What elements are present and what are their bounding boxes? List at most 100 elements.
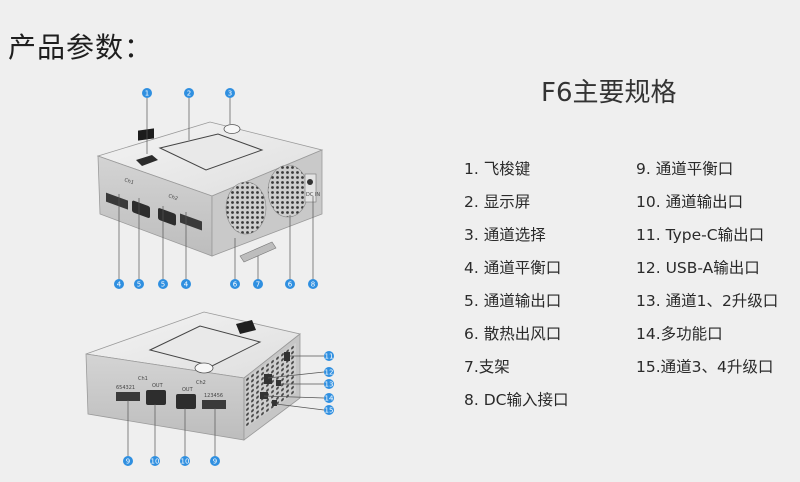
front-ports: Ch1 Ch2 (106, 177, 202, 231)
page-heading: 产品参数： (8, 31, 154, 64)
callout-badge: 5 (134, 279, 144, 289)
callout-badge: 9 (123, 456, 133, 466)
callout-badge: 15 (324, 405, 334, 415)
device-rear-view: Ch1 Ch2 654321 OUT OUT 123456 (85, 311, 301, 441)
label-ch1: Ch1 (123, 177, 134, 186)
callout-badge: 6 (285, 279, 295, 289)
callout-badge: 9 (210, 456, 220, 466)
callout-badge: 12 (324, 367, 334, 377)
svg-text:15: 15 (325, 407, 334, 415)
output-port (132, 200, 150, 218)
spec-item: 13. 通道1、2升级口 (636, 292, 779, 310)
spec-item: 14.多功能口 (636, 325, 723, 343)
display-screen (158, 133, 264, 171)
callouts-top: 1 2 3 4 5 5 4 6 7 6 8 (114, 88, 318, 289)
balance-port (106, 192, 128, 210)
label-ch2: Ch2 (167, 193, 178, 202)
callout-badge: 2 (184, 88, 194, 98)
device-top-view: Ch1 Ch2 DC IN (96, 121, 324, 263)
spec-item: 4. 通道平衡口 (464, 259, 562, 277)
svg-text:10: 10 (151, 458, 160, 466)
spec-item: 3. 通道选择 (464, 226, 546, 244)
spec-list-right: 9. 通道平衡口 10. 通道输出口 11. Type-C输出口 12. USB… (636, 158, 778, 389)
svg-text:3: 3 (228, 90, 232, 98)
callout-badge: 7 (253, 279, 263, 289)
jog-dial-key (136, 128, 158, 166)
callout-badge: 4 (114, 279, 124, 289)
spec-item: 7.支架 (464, 358, 510, 376)
callout-badge: 5 (158, 279, 168, 289)
channel-select-button (194, 362, 214, 374)
label-pins: 654321 (116, 385, 135, 391)
callout-badge: 13 (324, 379, 334, 389)
spec-item: 8. DC输入接口 (464, 391, 569, 409)
bottom-callout-lines (127, 355, 325, 458)
vent-grille (225, 181, 267, 235)
callout-badge: 4 (181, 279, 191, 289)
label-ch1: Ch1 (138, 376, 148, 382)
jog-dial-key (236, 320, 256, 334)
svg-text:DC IN: DC IN (306, 192, 320, 198)
svg-text:9: 9 (126, 458, 130, 466)
product-diagram: Ch1 Ch2 DC IN 1 2 3 4 5 5 (85, 88, 334, 466)
spec-item: 15.通道3、4升级口 (636, 358, 774, 376)
front-ports: Ch1 Ch2 654321 OUT OUT 123456 (116, 376, 226, 409)
spec-item: 2. 显示屏 (464, 193, 531, 211)
balance-port (202, 400, 226, 409)
label-out: OUT (152, 383, 164, 389)
output-port (158, 208, 176, 226)
spec-title: F6主要规格 (541, 78, 677, 108)
vent-grille (246, 342, 296, 428)
multi-function-port (260, 392, 268, 399)
callout-badge: 3 (225, 88, 235, 98)
spec-item: 9. 通道平衡口 (636, 160, 734, 178)
channel-select-button (223, 124, 241, 134)
svg-text:2: 2 (187, 90, 191, 98)
callout-badge: 6 (230, 279, 240, 289)
svg-text:6: 6 (233, 281, 238, 289)
type-c-port (284, 352, 290, 361)
svg-text:6: 6 (288, 281, 293, 289)
svg-text:8: 8 (311, 281, 315, 289)
spec-item: 6. 散热出风口 (464, 325, 562, 343)
label-out: OUT (182, 387, 194, 393)
usb-a-port (264, 374, 272, 384)
dc-input: DC IN (304, 173, 320, 203)
svg-text:10: 10 (181, 458, 190, 466)
spec-item: 1. 飞梭键 (464, 160, 531, 178)
display-screen (148, 325, 262, 367)
svg-text:4: 4 (117, 281, 122, 289)
spec-item: 11. Type-C输出口 (636, 226, 765, 244)
top-callout-lines (118, 98, 314, 281)
spec-item: 5. 通道输出口 (464, 292, 562, 310)
svg-text:11: 11 (325, 353, 334, 361)
callout-badge: 10 (180, 456, 190, 466)
stand (239, 241, 277, 263)
spec-item: 12. USB-A输出口 (636, 259, 760, 277)
svg-text:4: 4 (184, 281, 189, 289)
callout-badge: 1 (142, 88, 152, 98)
label-pins: 123456 (204, 393, 223, 399)
svg-text:5: 5 (161, 281, 165, 289)
label-ch2: Ch2 (196, 380, 206, 386)
svg-text:7: 7 (256, 281, 260, 289)
upgrade-port (272, 400, 277, 406)
upgrade-port (276, 380, 281, 386)
callouts-bottom: 11 12 13 14 15 9 10 10 9 (123, 351, 334, 466)
balance-port (180, 213, 202, 231)
svg-text:13: 13 (325, 381, 334, 389)
output-port (176, 394, 196, 409)
callout-badge: 14 (324, 393, 334, 403)
svg-text:9: 9 (213, 458, 217, 466)
spec-item: 10. 通道输出口 (636, 193, 744, 211)
callout-badge: 8 (308, 279, 318, 289)
output-port (146, 390, 166, 405)
balance-port (116, 392, 140, 401)
svg-text:12: 12 (325, 369, 334, 377)
svg-text:1: 1 (145, 90, 149, 98)
callout-badge: 11 (324, 351, 334, 361)
vent-grille (267, 164, 309, 218)
callout-badge: 10 (150, 456, 160, 466)
svg-text:5: 5 (137, 281, 141, 289)
spec-list-left: 1. 飞梭键 2. 显示屏 3. 通道选择 4. 通道平衡口 5. 通道输出口 … (464, 158, 568, 422)
